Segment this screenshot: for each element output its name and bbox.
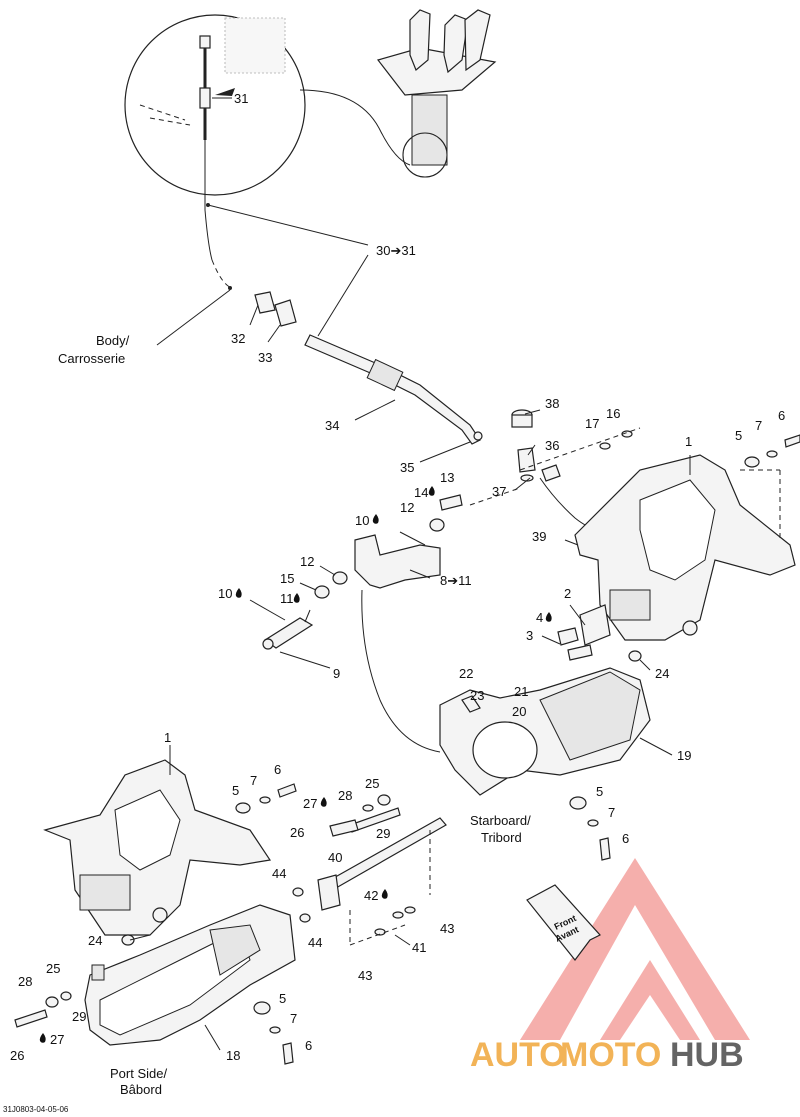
callout-21: 21 bbox=[514, 684, 528, 699]
caption-starboard: Starboard/ bbox=[470, 813, 531, 828]
location-captions: Body/ Carrosserie Starboard/ Tribord Por… bbox=[3, 333, 531, 1114]
bracket-lower bbox=[43, 759, 297, 946]
callout-3: 3 bbox=[526, 628, 533, 643]
callout-20: 20 bbox=[512, 704, 526, 719]
caption-carrosserie: Carrosserie bbox=[58, 351, 125, 366]
callout-25-mid: 25 bbox=[365, 776, 379, 791]
callout-44-upper: 44 bbox=[272, 866, 286, 881]
callout-29-left: 29 bbox=[72, 1009, 86, 1024]
front-arrow: Front Avant bbox=[526, 884, 601, 961]
cable-assembly bbox=[254, 291, 483, 445]
callout-24-upper: 24 bbox=[655, 666, 669, 681]
callout-35: 35 bbox=[400, 460, 414, 475]
callout-11: 11 bbox=[280, 591, 294, 606]
callout-5-port: 5 bbox=[279, 991, 286, 1006]
callout-42: 42 bbox=[364, 888, 378, 903]
callout-16: 16 bbox=[606, 406, 620, 421]
callout-25-left: 25 bbox=[46, 961, 60, 976]
bracket-upper bbox=[574, 434, 800, 662]
callout-7-starboard: 7 bbox=[608, 805, 615, 820]
callout-6-starboard: 6 bbox=[622, 831, 629, 846]
callout-28-left: 28 bbox=[18, 974, 32, 989]
callout-13: 13 bbox=[440, 470, 454, 485]
caption-babord: Bâbord bbox=[120, 1082, 162, 1097]
drawing-number: 31J0803-04-05-06 bbox=[3, 1105, 69, 1114]
callout-34: 34 bbox=[325, 418, 339, 433]
callout-14: 14 bbox=[414, 485, 428, 500]
callout-7-lower: 7 bbox=[250, 773, 257, 788]
callout-43-lower: 43 bbox=[358, 968, 372, 983]
linkage-parts bbox=[511, 409, 633, 482]
watermark-moto: MOTO bbox=[560, 1036, 661, 1074]
callout-7-port: 7 bbox=[290, 1011, 297, 1026]
callout-41: 41 bbox=[412, 940, 426, 955]
callout-38: 38 bbox=[545, 396, 559, 411]
callout-28-mid: 28 bbox=[338, 788, 352, 803]
caption-port-side: Port Side/ bbox=[110, 1066, 167, 1081]
callout-15: 15 bbox=[280, 571, 294, 586]
callout-32: 32 bbox=[231, 331, 245, 346]
callout-19: 19 bbox=[677, 748, 691, 763]
callout-39: 39 bbox=[532, 529, 546, 544]
watermark-auto: AUTO bbox=[470, 1036, 566, 1074]
callout-18: 18 bbox=[226, 1048, 240, 1063]
callout-5-lower: 5 bbox=[232, 783, 239, 798]
callout-26-left: 26 bbox=[10, 1048, 24, 1063]
callout-6-port: 6 bbox=[305, 1038, 312, 1053]
callout-9: 9 bbox=[333, 666, 340, 681]
callout-6-upper: 6 bbox=[778, 408, 785, 423]
callout-1-lower: 1 bbox=[164, 730, 171, 745]
callout-7-upper: 7 bbox=[755, 418, 762, 433]
callout-12-top: 12 bbox=[400, 500, 414, 515]
callout-labels: 31 30➔31 32 33 34 35 36 37 38 39 16 17 1… bbox=[10, 91, 785, 1063]
starboard-assembly bbox=[439, 667, 651, 861]
callout-8-11: 8➔11 bbox=[440, 573, 472, 588]
callout-4: 4 bbox=[536, 610, 543, 625]
callout-26-mid: 26 bbox=[290, 825, 304, 840]
callout-17: 17 bbox=[585, 416, 599, 431]
callout-43-right: 43 bbox=[440, 921, 454, 936]
callout-27-left: 27 bbox=[50, 1032, 64, 1047]
callout-10-top: 10 bbox=[355, 513, 369, 528]
caption-body: Body/ bbox=[96, 333, 130, 348]
callout-36: 36 bbox=[545, 438, 559, 453]
callout-10-left: 10 bbox=[218, 586, 232, 601]
callout-1-upper: 1 bbox=[685, 434, 692, 449]
callout-29-mid: 29 bbox=[376, 826, 390, 841]
callout-31: 31 bbox=[234, 91, 248, 106]
callout-23: 23 bbox=[470, 688, 484, 703]
callout-22: 22 bbox=[459, 666, 473, 681]
watermark-hub: HUB bbox=[670, 1036, 744, 1074]
shift-lever-assembly bbox=[376, 9, 497, 178]
caption-tribord: Tribord bbox=[481, 830, 522, 845]
callout-12-mid: 12 bbox=[300, 554, 314, 569]
callout-24-lower: 24 bbox=[88, 933, 102, 948]
callout-44-lower: 44 bbox=[308, 935, 322, 950]
callout-33: 33 bbox=[258, 350, 272, 365]
callout-2: 2 bbox=[564, 586, 571, 601]
callout-30-31: 30➔31 bbox=[376, 243, 416, 258]
port-assembly bbox=[14, 904, 296, 1065]
callout-37: 37 bbox=[492, 484, 506, 499]
watermark-logo: AUTO MOTO HUB bbox=[470, 858, 750, 1074]
axle-parts bbox=[292, 794, 447, 936]
detail-magnifier bbox=[124, 14, 411, 196]
callout-27-mid: 27 bbox=[303, 796, 317, 811]
callout-40: 40 bbox=[328, 850, 342, 865]
callout-5-upper: 5 bbox=[735, 428, 742, 443]
shift-shaft-parts bbox=[262, 494, 463, 650]
callout-5-starboard: 5 bbox=[596, 784, 603, 799]
callout-6-lower: 6 bbox=[274, 762, 281, 777]
